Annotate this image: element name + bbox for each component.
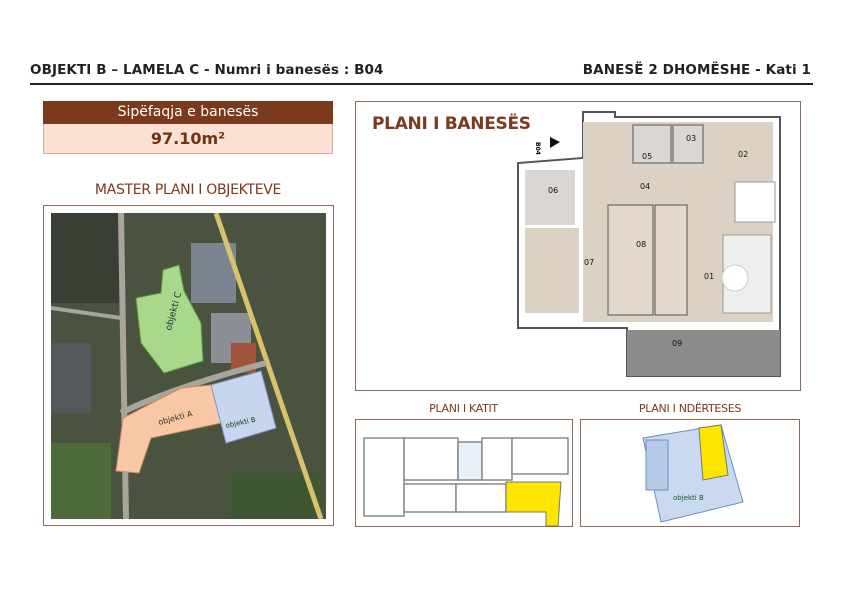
room-04: 04	[640, 182, 650, 191]
room-07: 07	[584, 258, 594, 267]
floor-plan-diagram	[363, 437, 569, 526]
header-divider	[30, 83, 813, 85]
area-label: Sipëfaqja e banesës	[43, 101, 333, 124]
area-value: 97.10m²	[43, 124, 333, 154]
highlighted-section	[698, 424, 729, 481]
building-c-shape	[135, 264, 204, 374]
document-title: OBJEKTI B – LAMELA C - Numri i banesës :…	[30, 62, 384, 78]
room-09: 09	[672, 339, 682, 348]
unit-marker: B04	[534, 142, 541, 155]
floor-plan-title: PLANI I KATIT	[429, 402, 498, 415]
room-08: 08	[636, 240, 646, 249]
building-b-shape	[210, 370, 277, 444]
highlighted-apartment	[505, 481, 562, 526]
master-plan-map: objekti C objekti A objekti B	[51, 213, 326, 519]
room-06: 06	[548, 186, 558, 195]
building-plan-diagram: objekti B	[642, 424, 744, 523]
apartment-type-title: BANESË 2 DHOMËSHE - Kati 1	[582, 62, 811, 78]
building-plan-frame: objekti B	[580, 419, 800, 527]
room-01: 01	[704, 272, 714, 281]
master-plan-frame: objekti C objekti A objekti B	[43, 205, 334, 526]
building-plan-title: PLANI I NDËRTESES	[638, 402, 742, 415]
floor-plan-frame	[355, 419, 573, 527]
apartment-plan-title: PLANI I BANESËS	[372, 114, 531, 134]
master-plan-title: MASTER PLANI I OBJEKTEVE	[94, 182, 282, 198]
room-05: 05	[642, 152, 652, 161]
building-a-shape	[115, 384, 222, 474]
room-02: 02	[738, 150, 748, 159]
apartment-floor-plan: B04 01 02 03 04 05 06 07 08 09	[517, 111, 781, 377]
building-b-plan-label: objekti B	[673, 494, 704, 502]
room-03: 03	[686, 134, 696, 143]
